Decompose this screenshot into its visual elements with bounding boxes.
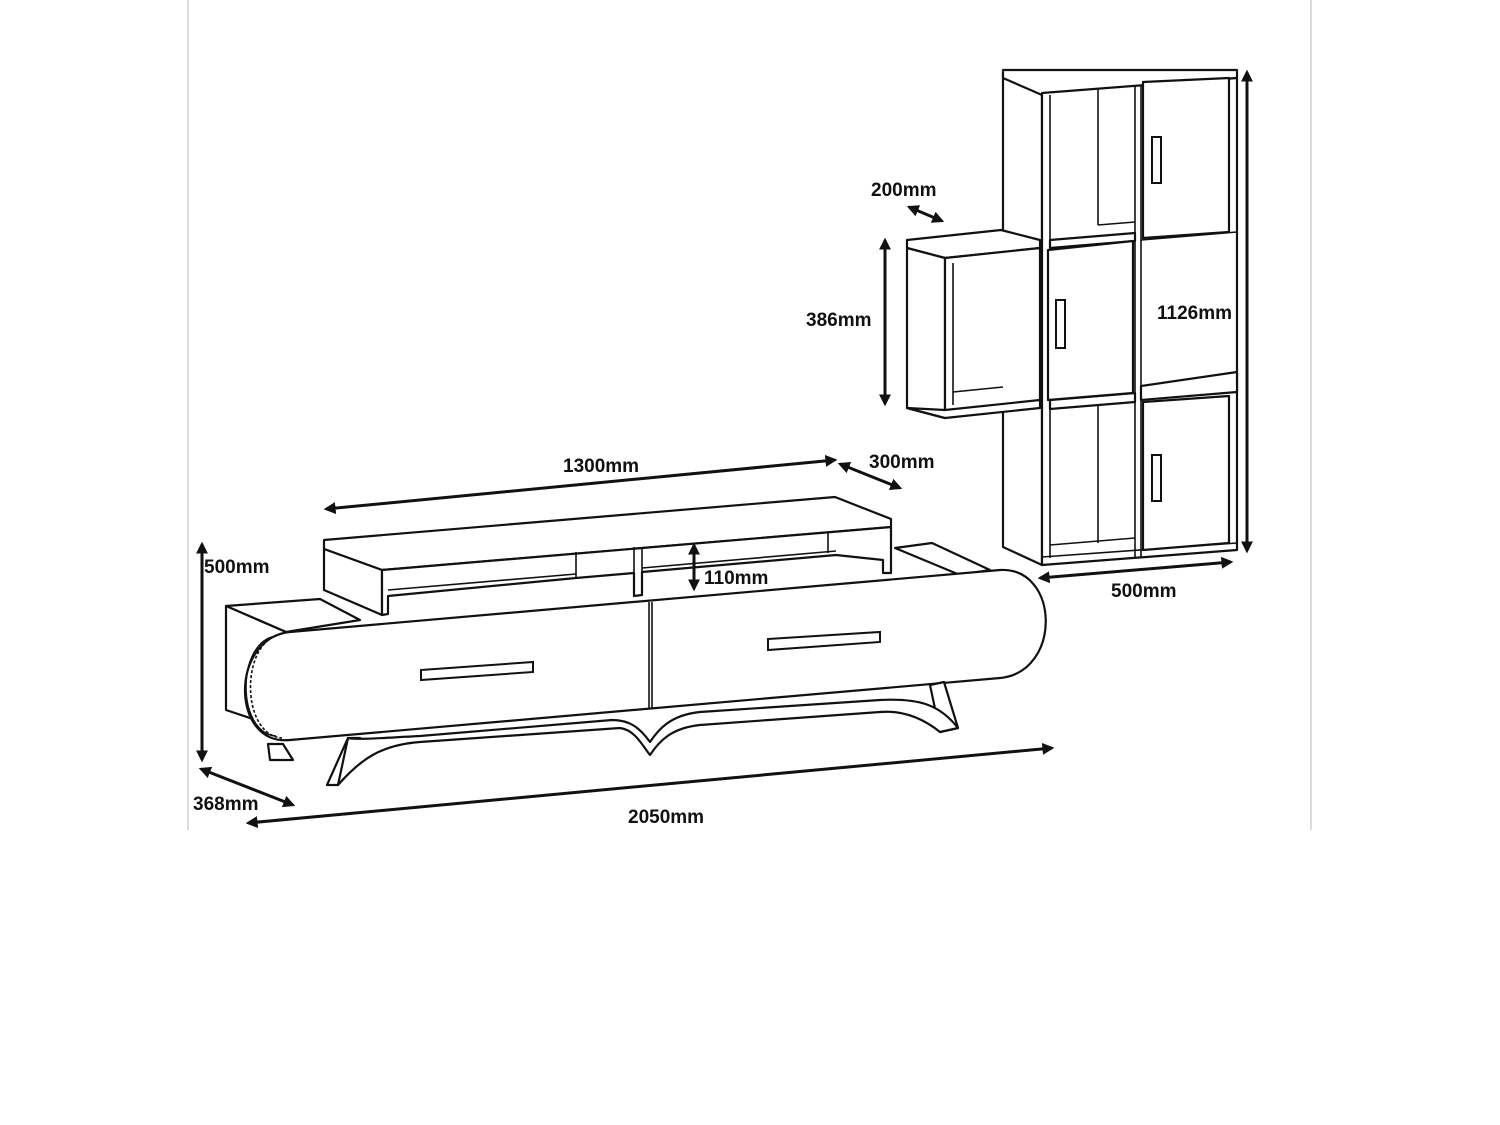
door-handle [1151,454,1162,502]
label-bookcase-width: 500mm [1111,581,1177,602]
tv-unit [224,495,1047,787]
tv-unit-base [336,698,960,787]
label-bookcase-height: 1126mm [1157,303,1232,324]
dimension-lines [196,69,1253,829]
door-handle [1151,136,1162,184]
dim-arrow-bookcase-width [1037,556,1234,584]
wall-shelf [905,228,1135,420]
label-top-shelf-width: 1300mm [563,456,639,477]
bookcase-door-bottom [1141,394,1231,552]
label-unit-width: 2050mm [628,807,704,828]
dim-arrow-top-shelf-width [323,454,838,515]
label-unit-height: 500mm [204,557,270,578]
drawer-handle-left [420,660,534,682]
tv-unit-leg [266,742,295,762]
wall-shelf-door [1046,239,1135,402]
label-shelf-gap: 110mm [704,568,768,589]
label-unit-depth: 368mm [193,794,259,815]
door-handle [1055,299,1066,349]
dim-arrow-unit-width [245,742,1055,829]
dimension-labels: 200mm 386mm 1126mm 500mm 1300mm 300mm 11… [193,180,1232,828]
dim-arrow-top-shelf-depth [837,461,903,491]
tv-unit-body [243,568,1047,742]
label-top-shelf-depth: 300mm [869,452,935,473]
label-wall-shelf-height: 386mm [806,310,872,331]
drawer-handle-right [767,630,881,652]
label-bookcase-depth: 200mm [871,180,937,201]
dim-arrow-bookcase-depth [906,205,945,223]
